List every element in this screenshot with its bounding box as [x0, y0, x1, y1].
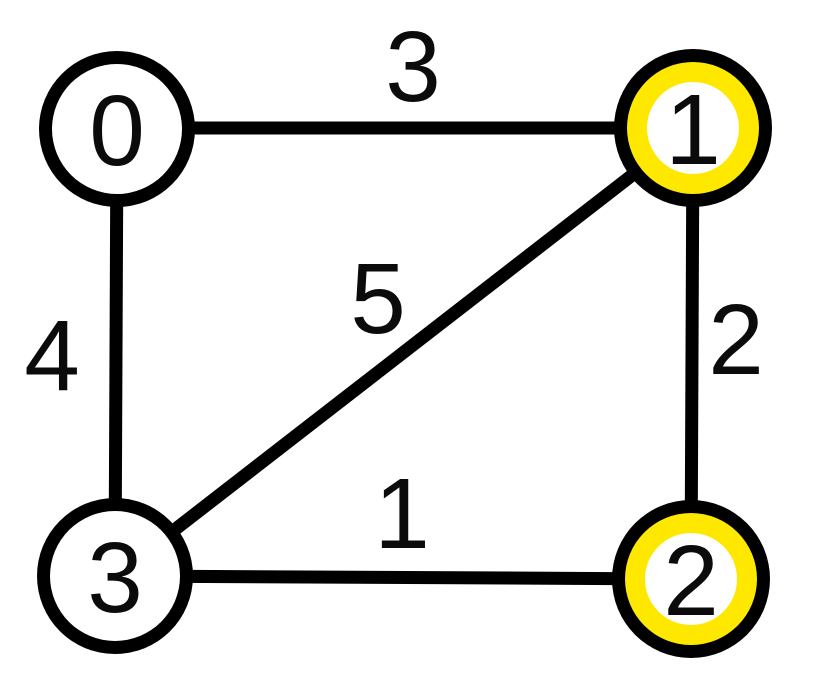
node-3-label: 3 — [87, 522, 143, 634]
node-2-fill — [645, 533, 737, 625]
node-2-label: 2 — [663, 525, 719, 637]
node-2: 2 — [612, 500, 770, 658]
edge-3-2 — [114, 569, 692, 586]
node-0-fill — [52, 64, 182, 194]
edge-weight-3-2: 1 — [374, 458, 430, 570]
edge-weight-3-1: 5 — [350, 243, 406, 355]
edge-3-1 — [111, 122, 697, 582]
node-1: 1 — [614, 49, 772, 207]
edge-weight-layer: 3 4 2 1 5 — [24, 11, 764, 570]
node-1-label: 1 — [665, 74, 721, 186]
node-3-fill — [50, 511, 180, 641]
node-1-fill — [647, 82, 739, 174]
edge-weight-0-1: 3 — [385, 11, 441, 123]
node-0-label: 0 — [89, 75, 145, 187]
node-3: 3 — [37, 498, 193, 654]
edge-weight-1-2: 2 — [708, 284, 764, 396]
edge-weight-0-3: 4 — [24, 300, 80, 412]
node-0: 0 — [39, 51, 195, 207]
